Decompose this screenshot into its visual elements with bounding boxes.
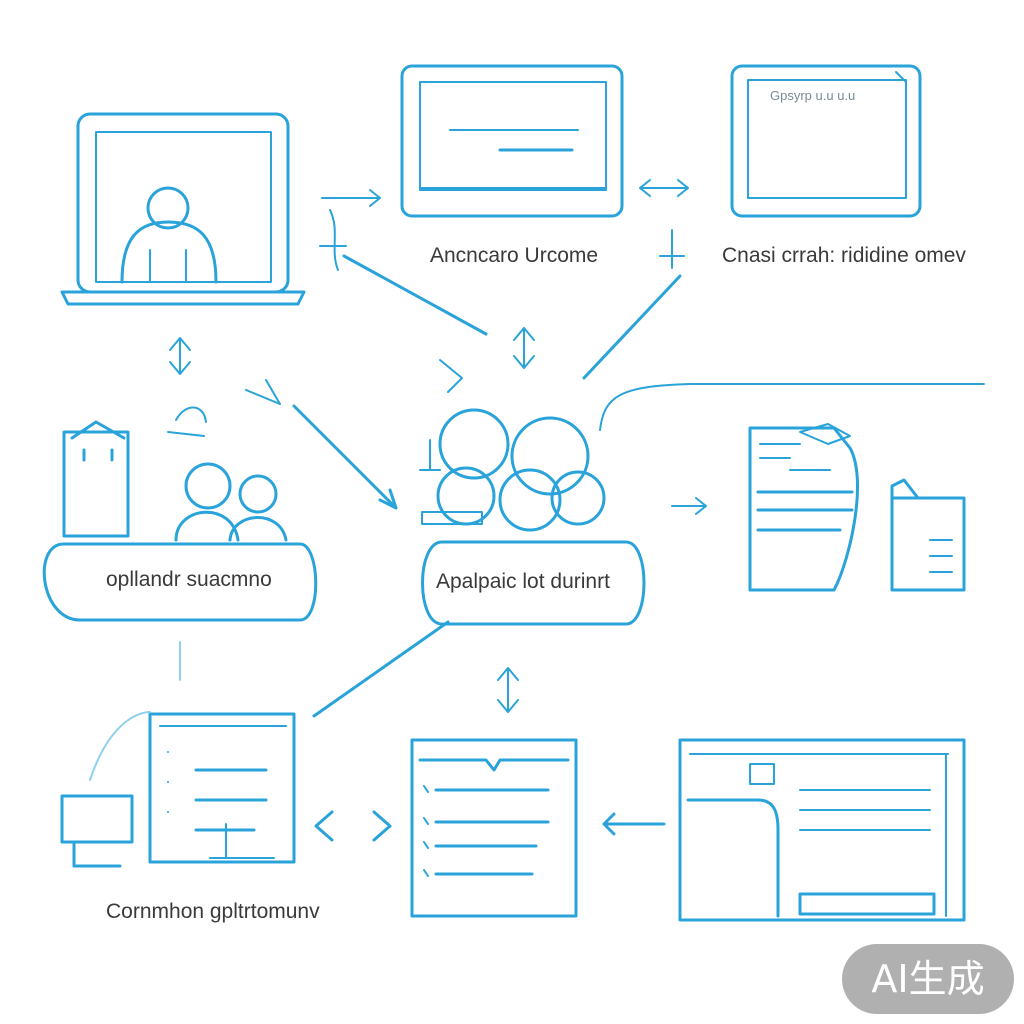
team-group-icon <box>62 379 288 542</box>
bottom-left-label: Cornmhon gpltrtomunv <box>106 900 320 923</box>
screen-icon: Gpsyrp u.u u.u <box>730 64 922 218</box>
left-pill-label: opllandr suacmno <box>106 568 272 591</box>
vertical-arrow-icon <box>169 327 535 713</box>
ai-generated-badge: AI生成 <box>842 944 1014 1014</box>
laptop-person-icon <box>60 112 306 306</box>
list-document-icon <box>410 738 578 918</box>
wide-monitor-icon <box>678 738 966 922</box>
connector-lines <box>292 254 985 718</box>
top-middle-label: Ancncaro Urcome <box>430 244 598 267</box>
top-right-label: Cnasi crrah: rididine omev <box>722 244 966 267</box>
center-pill-label: Apalpaic lot durinrt <box>436 570 610 593</box>
screen-caption: Gpsyrp u.u u.u <box>770 88 855 103</box>
folder-icon <box>890 478 966 592</box>
monitor-icon <box>400 64 624 218</box>
bottom-arrows-icon <box>314 810 666 842</box>
double-arrow-icon <box>319 179 689 271</box>
small-arrow-icon <box>671 497 707 515</box>
center-team-icon <box>419 359 606 532</box>
document-card-icon <box>748 423 859 592</box>
center-pill <box>421 540 646 626</box>
desktop-computer-icon <box>60 711 296 868</box>
left-pill <box>42 542 318 622</box>
